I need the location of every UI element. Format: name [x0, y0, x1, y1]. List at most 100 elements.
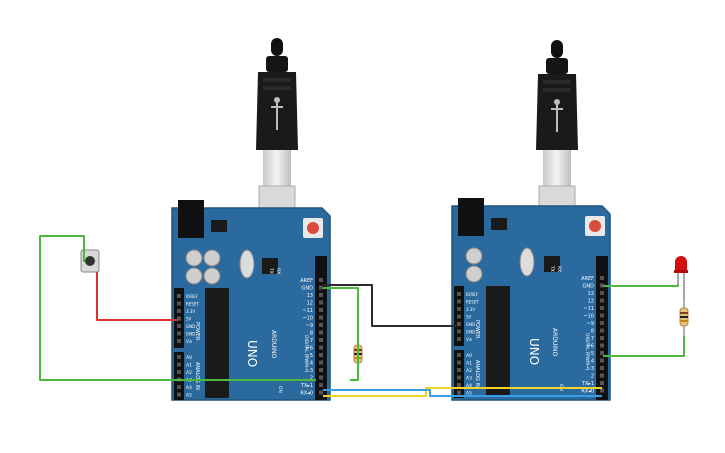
power-pin-hole[interactable] [177, 294, 181, 298]
digital-pin-hole[interactable] [319, 323, 323, 327]
rx-label-2: RX [556, 266, 562, 272]
digital-pin-hole[interactable] [319, 315, 323, 320]
digital-pin-hole[interactable] [319, 285, 323, 290]
usb-cable-1 [256, 38, 298, 237]
push-button[interactable] [80, 249, 100, 273]
digital-pin-hole[interactable] [319, 300, 323, 305]
power-pin-hole[interactable] [177, 316, 181, 321]
analog-header-2 [454, 350, 464, 398]
digital-pin-hole[interactable] [319, 390, 323, 395]
power-pin-hole[interactable] [457, 322, 461, 326]
digital-pin-label: ~10 [302, 316, 313, 322]
power-pin-hole[interactable] [177, 324, 181, 328]
power-pin-label: Vin [186, 339, 193, 344]
analog-pin-hole[interactable] [177, 362, 181, 367]
digital-pin-hole[interactable] [600, 336, 604, 340]
analog-pin-hole[interactable] [457, 368, 461, 372]
digital-pin-label: ~3 [587, 366, 594, 372]
usb-cable-2 [536, 40, 578, 237]
power-label-2: POWER [474, 320, 480, 339]
power-pin-hole[interactable] [457, 329, 461, 334]
digital-pin-hole[interactable] [319, 345, 323, 350]
analog-pin-hole[interactable] [457, 360, 461, 365]
digital-pin-hole[interactable] [319, 383, 323, 387]
digital-pin-label: GND [583, 284, 595, 290]
digital-pin-hole[interactable] [600, 366, 604, 370]
digital-pin-label: TX▸1 [300, 383, 313, 389]
digital-pin-label: ~11 [302, 308, 313, 314]
arduino-board-2[interactable]: ARDUINO UNO DIGITAL (PWM~) POWER ANALOG … [451, 40, 611, 401]
digital-pin-hole[interactable] [319, 308, 323, 312]
power-label-1: POWER [194, 322, 200, 341]
power-pin-hole[interactable] [177, 331, 181, 336]
digital-pin-label: ~6 [587, 344, 594, 350]
analog-pin-label: A1 [186, 363, 192, 369]
digital-pin-hole[interactable] [319, 360, 323, 365]
digital-pin-hole[interactable] [319, 338, 323, 342]
digital-pin-hole[interactable] [600, 321, 604, 325]
power-pin-hole[interactable] [457, 307, 461, 311]
power-pin-hole[interactable] [177, 309, 181, 313]
digital-pin-hole[interactable] [319, 375, 323, 380]
digital-pin-hole[interactable] [319, 330, 323, 335]
analog-label-1: ANALOG IN [194, 362, 200, 390]
digital-pin-label: 8 [310, 331, 313, 337]
analog-pin-label: A4 [186, 385, 192, 391]
digital-pin-label: ~9 [306, 323, 313, 329]
power-pin-hole[interactable] [457, 314, 461, 319]
rx-label-1: RX [275, 268, 281, 274]
power-jack-1 [178, 200, 204, 238]
digital-header-label-1: DIGITAL (PWM~) [303, 335, 309, 373]
power-pin-hole[interactable] [177, 301, 181, 306]
analog-pin-hole[interactable] [177, 355, 181, 359]
analog-pin-hole[interactable] [177, 392, 181, 397]
regulator-chip-1 [211, 220, 227, 232]
digital-pin-hole[interactable] [319, 293, 323, 297]
digital-pin-label: ~5 [587, 351, 594, 357]
analog-pin-label: A5 [466, 391, 472, 397]
digital-pin-hole[interactable] [600, 351, 604, 355]
digital-pin-label: 7 [591, 336, 594, 342]
analog-pin-hole[interactable] [177, 370, 181, 374]
analog-pin-hole[interactable] [457, 375, 461, 380]
digital-pin-hole[interactable] [319, 353, 323, 357]
digital-pin-label: ~6 [306, 346, 313, 352]
power-pin-label: 5V [466, 315, 472, 320]
digital-pin-hole[interactable] [600, 388, 604, 393]
digital-pin-label: 4 [591, 359, 594, 365]
analog-pin-hole[interactable] [457, 390, 461, 395]
power-pin-hole[interactable] [457, 299, 461, 304]
usb-chip-1 [262, 258, 278, 274]
digital-pin-label: 13 [588, 291, 594, 297]
digital-pin-hole[interactable] [600, 306, 604, 310]
power-pin-hole[interactable] [457, 337, 461, 341]
digital-pin-label: TX▸1 [581, 381, 594, 387]
arduino-logo-2: ARDUINO [551, 328, 558, 357]
red-led[interactable] [674, 256, 688, 300]
digital-pin-label: 13 [307, 293, 313, 299]
digital-pin-hole[interactable] [319, 278, 323, 282]
digital-pin-hole[interactable] [600, 291, 604, 295]
analog-pin-hole[interactable] [177, 385, 181, 389]
digital-pin-hole[interactable] [600, 343, 604, 348]
digital-pin-hole[interactable] [600, 276, 604, 280]
digital-pin-hole[interactable] [600, 373, 604, 378]
power-pin-hole[interactable] [177, 339, 181, 343]
digital-pin-hole[interactable] [319, 368, 323, 372]
analog-pin-hole[interactable] [457, 353, 461, 357]
resistor-2[interactable] [679, 300, 689, 336]
power-pin-label: Vin [466, 337, 473, 342]
digital-pin-hole[interactable] [600, 381, 604, 385]
digital-pin-hole[interactable] [600, 328, 604, 333]
on-label-1: ON [277, 386, 283, 393]
digital-pin-hole[interactable] [600, 283, 604, 288]
digital-pin-hole[interactable] [600, 298, 604, 303]
arduino-board-1[interactable]: ARDUINO UNO DIGITAL (PWM~) POWER ANALOG … [171, 38, 331, 401]
wire-red-5v [96, 272, 178, 321]
digital-pin-hole[interactable] [600, 313, 604, 318]
power-pin-hole[interactable] [457, 292, 461, 296]
digital-pin-hole[interactable] [600, 358, 604, 363]
analog-pin-hole[interactable] [457, 383, 461, 387]
